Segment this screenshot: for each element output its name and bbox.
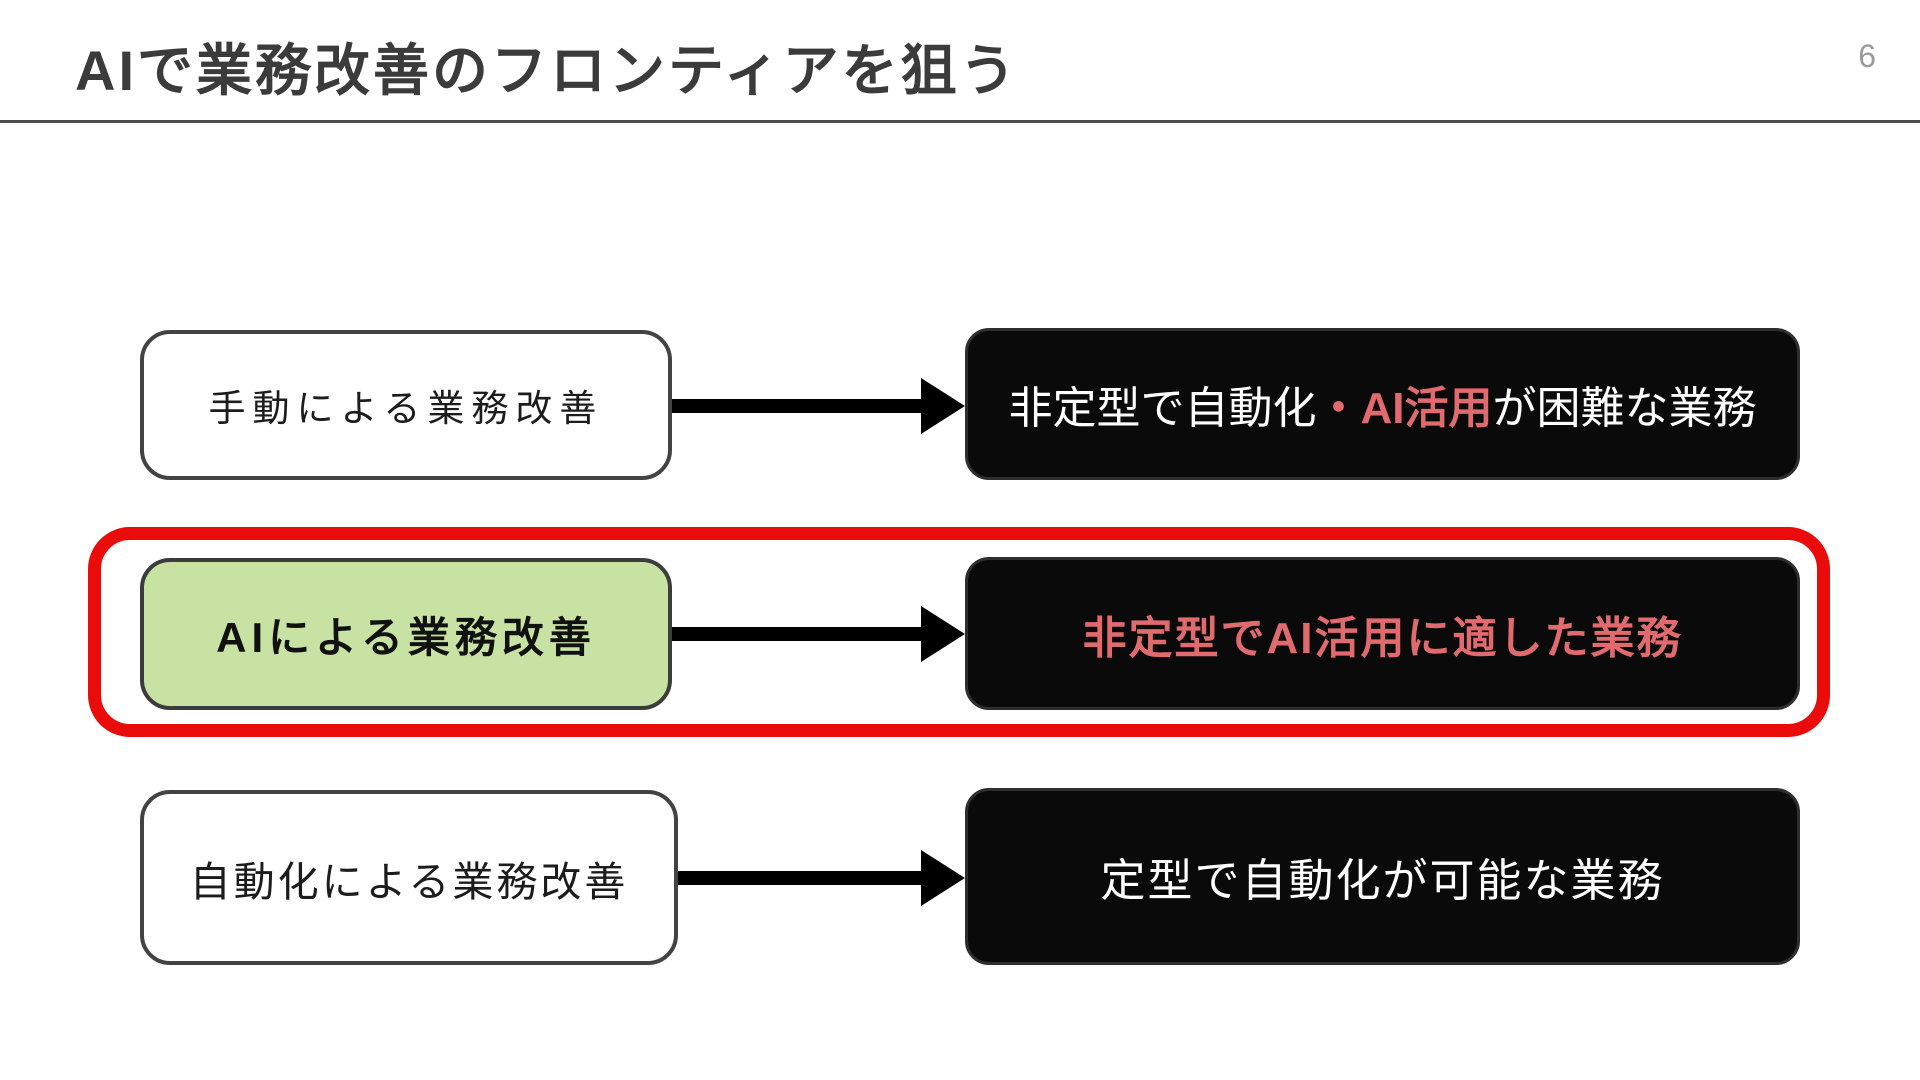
box-manual-improvement-label: 手動による業務改善: [208, 388, 604, 429]
box-automation-improvement: 自動化による業務改善: [140, 790, 678, 965]
flow-arrow-right-icon: [678, 850, 965, 906]
arrow-head-icon: [921, 850, 965, 906]
box-nonroutine-ai-suited-label: 非定型でAI活用に適した業務: [1082, 613, 1683, 663]
box-manual-improvement: 手動による業務改善: [140, 330, 672, 480]
arrow-head-icon: [921, 606, 965, 662]
header-divider: [0, 120, 1920, 123]
arrow-shaft: [678, 871, 925, 885]
box-ai-improvement-label: AIによる業務改善: [216, 613, 596, 661]
page-number: 6: [1858, 38, 1876, 74]
box-automation-improvement-label: 自動化による業務改善: [189, 858, 629, 905]
box-routine-automatable-label: 定型で自動化が可能な業務: [1100, 855, 1665, 906]
highlight-ring: [88, 527, 1830, 737]
arrow-shaft: [672, 627, 925, 641]
box-ai-improvement: AIによる業務改善: [140, 558, 672, 710]
box-nonroutine-difficult-tasks: 非定型で自動化・AI活用が困難な業務: [965, 328, 1800, 480]
box-nonroutine-difficult-text-1: 非定型で自動化: [1008, 384, 1317, 433]
flow-arrow-right-icon: [672, 378, 965, 434]
box-nonroutine-ai-suited-tasks: 非定型でAI活用に適した業務: [965, 557, 1800, 710]
arrow-head-icon: [921, 378, 965, 434]
box-nonroutine-difficult-text-2: が困難な業務: [1492, 384, 1757, 433]
box-nonroutine-difficult-text-accent: ・AI活用: [1316, 384, 1493, 433]
arrow-shaft: [672, 399, 925, 413]
box-routine-automatable-tasks: 定型で自動化が可能な業務: [965, 788, 1800, 965]
flow-arrow-right-icon: [672, 606, 965, 662]
page-title: AIで業務改善のフロンティアを狙う: [75, 39, 1019, 102]
